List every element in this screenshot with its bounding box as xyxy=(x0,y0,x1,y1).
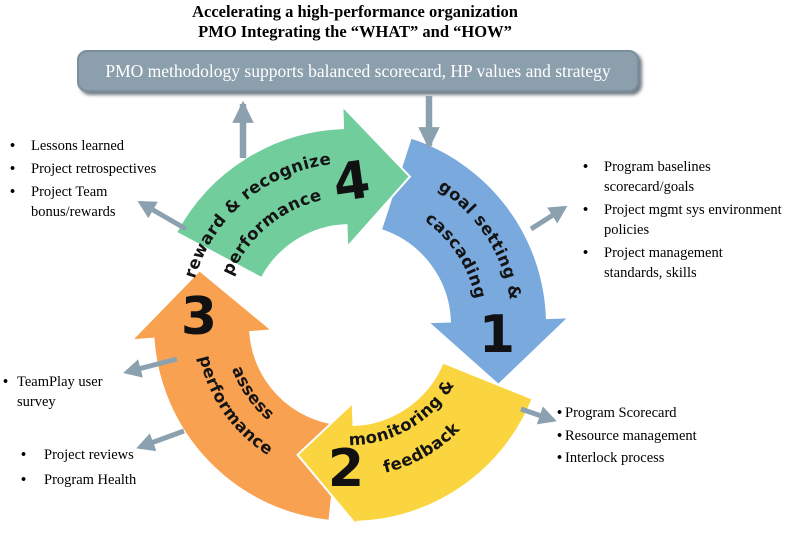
list-item-text: Project reviews xyxy=(44,447,134,463)
list-item-text: Project Team bonus/rewards xyxy=(31,184,116,220)
banner-text: PMO methodology supports balanced scorec… xyxy=(105,60,611,81)
list-teamplay-survey: TeamPlay user survey xyxy=(3,372,108,415)
list-item-text: Program Health xyxy=(44,472,137,488)
list-item: Project management standards, skills xyxy=(583,244,783,283)
step-number-4: 4 xyxy=(330,150,374,214)
bullet-icon xyxy=(3,372,17,412)
connector-arrow-left-lower xyxy=(136,428,185,452)
list-item-text: Program Scorecard xyxy=(565,405,677,421)
connector-arrow-bottom-right xyxy=(520,406,557,425)
list-item-text: Project retrospectives xyxy=(31,161,157,177)
title-line2: PMO Integrating the “WHAT” and “HOW” xyxy=(198,21,512,41)
methodology-banner: PMO methodology supports balanced scorec… xyxy=(77,50,639,92)
list-item: TeamPlay user survey xyxy=(3,372,108,412)
list-item: Interlock process xyxy=(557,447,767,470)
bullet-icon xyxy=(10,159,31,179)
list-goal-setting-outputs: Program baselines scorecard/goals Projec… xyxy=(583,158,783,287)
bullet-icon xyxy=(557,402,565,425)
list-item: Project retrospectives xyxy=(10,159,160,179)
step-number-1: 1 xyxy=(479,305,515,365)
list-item: Project reviews xyxy=(21,445,171,465)
connector-arrow-top-left xyxy=(137,200,188,232)
page-title: Accelerating a high-performance organiza… xyxy=(75,2,635,41)
cycle-arrow-assess-performance xyxy=(128,268,341,522)
bullet-icon xyxy=(21,445,44,465)
list-item-text: Project management standards, skills xyxy=(604,245,723,281)
bullet-icon xyxy=(557,447,565,470)
list-item: Program baselines scorecard/goals xyxy=(583,158,783,197)
bullet-icon xyxy=(21,470,44,490)
list-item: Program Scorecard xyxy=(557,402,767,425)
bullet-icon xyxy=(583,244,604,283)
list-item-text: Resource management xyxy=(565,427,697,444)
list-item-text: Project mgmt sys environment policies xyxy=(604,202,782,238)
connector-arrow-right xyxy=(529,205,568,232)
bullet-icon xyxy=(10,182,31,222)
list-item: Program Health xyxy=(21,470,171,490)
list-item: Project mgmt sys environment policies xyxy=(583,201,783,240)
title-line1: Accelerating a high-performance organiza… xyxy=(192,2,518,21)
list-item: Resource management xyxy=(557,425,767,448)
list-item-text: TeamPlay user survey xyxy=(17,374,103,410)
step-number-2: 2 xyxy=(328,439,364,499)
list-project-reviews: Project reviews Program Health xyxy=(21,445,171,495)
list-item: Lessons learned xyxy=(10,136,160,156)
list-lessons-learned: Lessons learned Project retrospectives P… xyxy=(10,136,160,225)
list-item-text: Lessons learned xyxy=(31,138,125,154)
bullet-icon xyxy=(583,158,604,197)
cycle-arrow-reward-recognize xyxy=(174,103,412,280)
cycle-arrow-monitoring-feedback xyxy=(296,361,535,529)
step-number-3: 3 xyxy=(181,287,217,347)
bullet-icon xyxy=(557,425,565,448)
bullet-icon xyxy=(10,136,31,156)
list-item-text: Interlock process xyxy=(565,450,665,466)
list-item: Project Team bonus/rewards xyxy=(10,182,160,222)
bullet-icon xyxy=(583,201,604,240)
list-monitoring-outputs: Program Scorecard Resource management In… xyxy=(557,402,767,470)
cycle-arrow-goal-setting xyxy=(379,136,572,387)
connector-arrow-left-upper xyxy=(123,356,178,378)
list-item-text: Program baselines scorecard/goals xyxy=(604,159,711,195)
